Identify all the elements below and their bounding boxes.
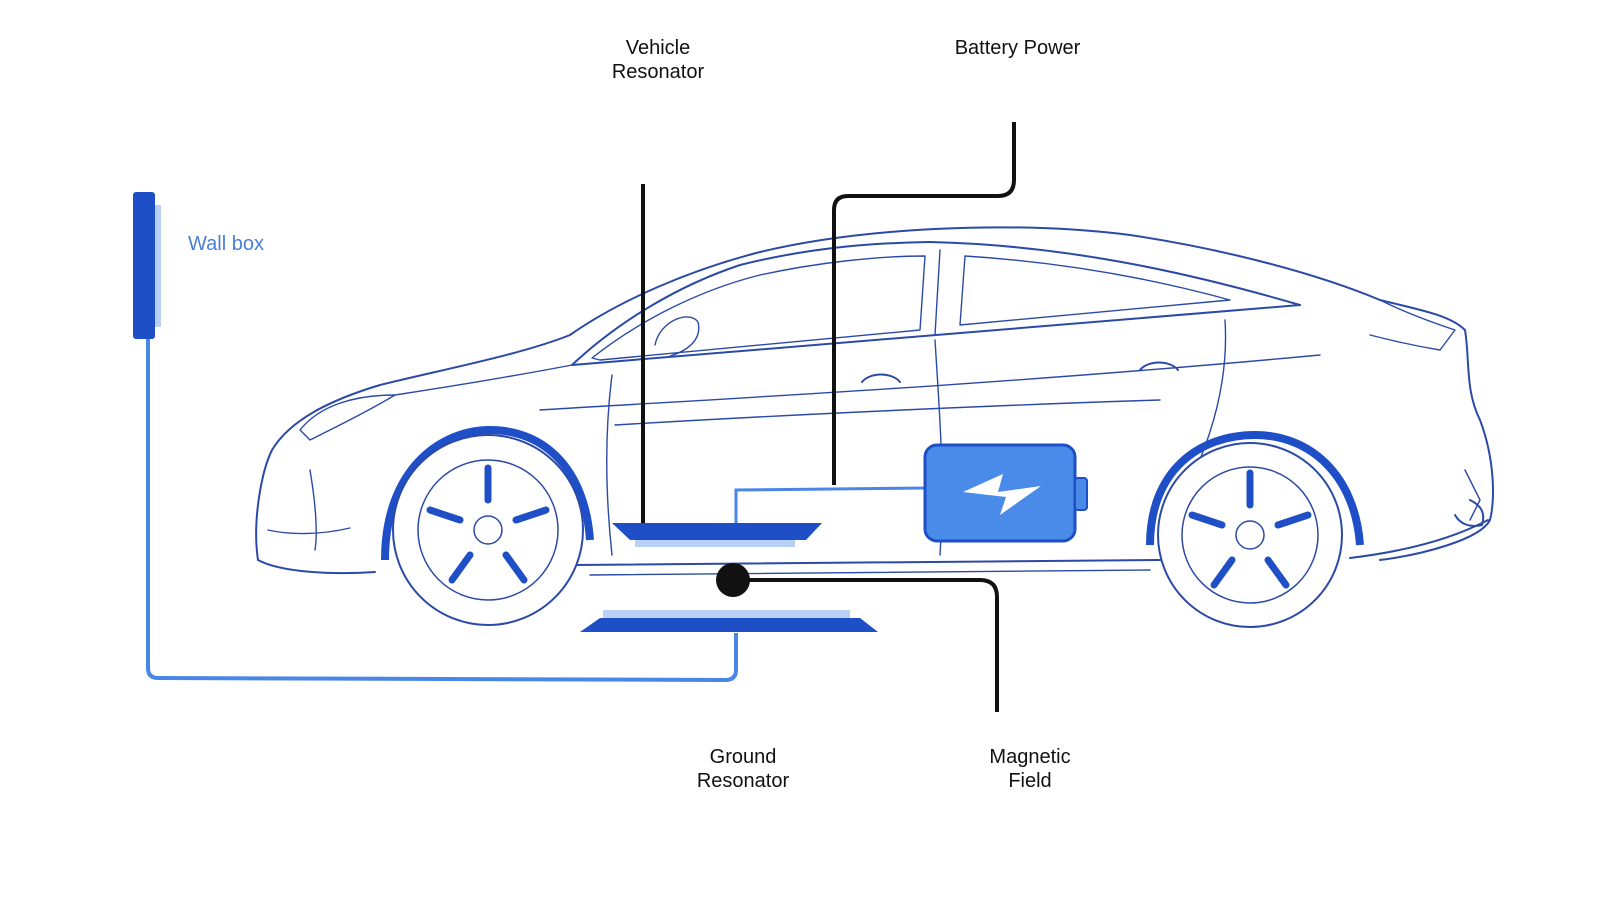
front-wheel bbox=[381, 425, 594, 626]
magnetic-field-label-line1: Magnetic bbox=[989, 746, 1071, 768]
vehicle-resonator-label-line2: Resonator bbox=[611, 61, 705, 83]
battery-bolt-icon bbox=[923, 443, 1088, 543]
ground-resonator-label-line2: Resonator bbox=[696, 770, 790, 792]
magnetic-field-label: Magnetic Field bbox=[955, 745, 1105, 793]
vehicle-resonator-label-line1: Vehicle bbox=[625, 37, 691, 59]
ground-resonator-pad bbox=[580, 610, 878, 632]
wall-box-label: Wall box bbox=[188, 233, 264, 255]
leader-lines bbox=[641, 122, 1016, 712]
magnetic-field-leader bbox=[733, 578, 999, 712]
rear-wheel bbox=[1146, 430, 1364, 628]
vehicle-resonator-pad bbox=[612, 523, 822, 547]
wall-box-icon bbox=[133, 192, 161, 339]
battery-power-label: Battery Power bbox=[954, 37, 1081, 59]
ground-resonator-label-line1: Ground bbox=[709, 746, 777, 768]
magnetic-field-label-line2: Field bbox=[1008, 770, 1052, 792]
vehicle-resonator-label: Vehicle Resonator bbox=[583, 36, 733, 84]
charging-cable bbox=[146, 339, 738, 683]
battery-power-leader bbox=[832, 122, 1016, 485]
vehicle-battery-cable bbox=[734, 486, 929, 523]
ground-resonator-label: Ground Resonator bbox=[668, 745, 818, 793]
magnetic-field-dot bbox=[716, 563, 750, 597]
